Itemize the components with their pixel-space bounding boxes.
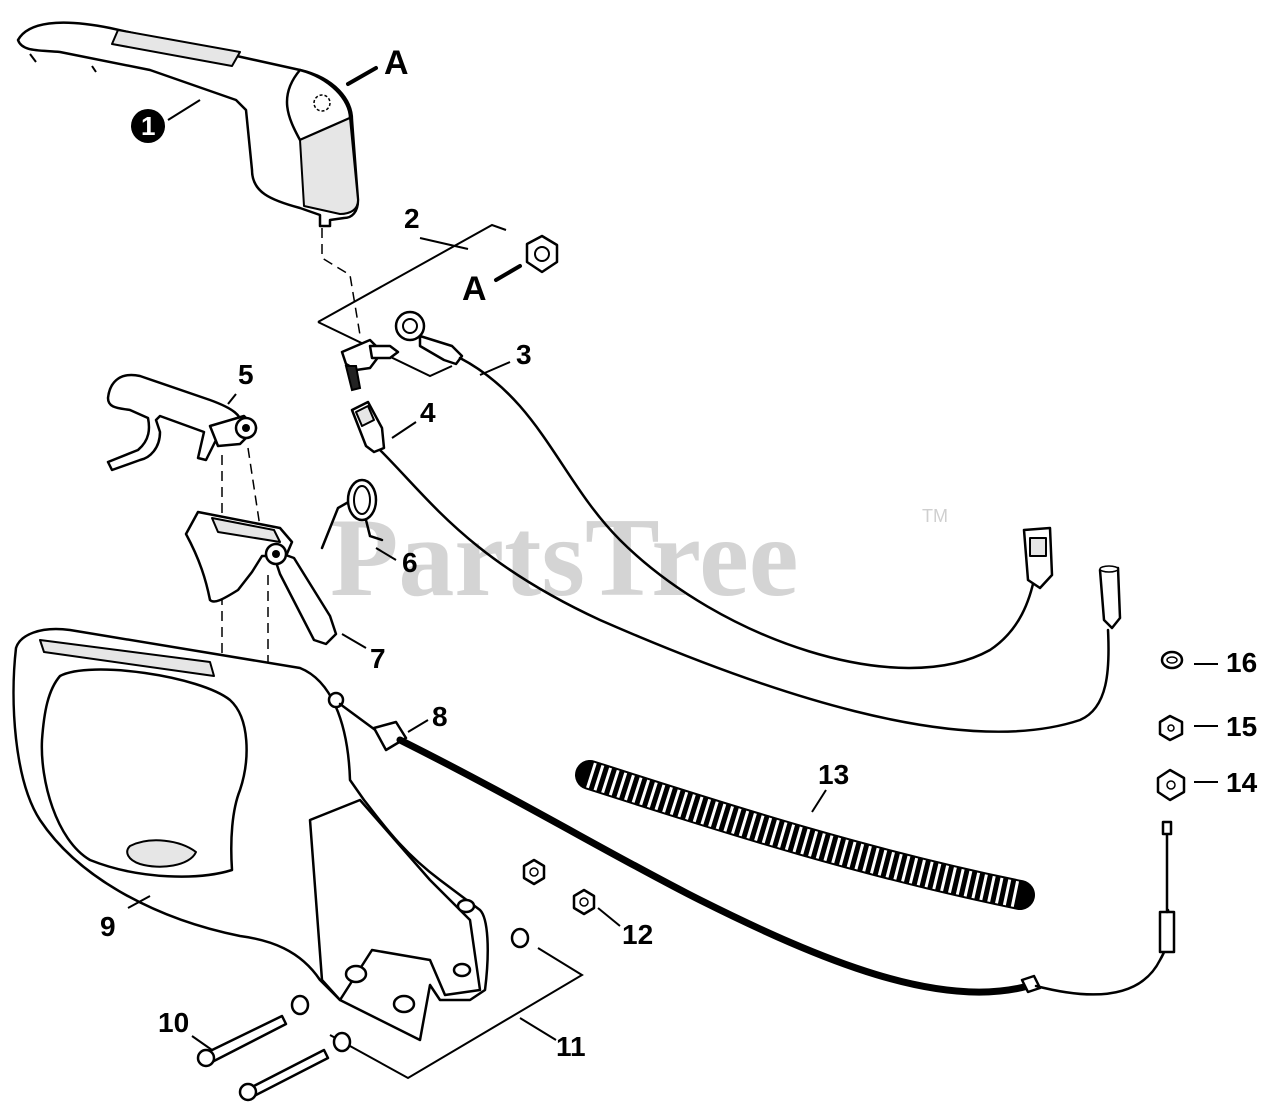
watermark-trademark: TM	[922, 506, 948, 526]
watermark: PartsTree TM	[330, 496, 948, 620]
watermark-brand: PartsTree	[330, 496, 799, 620]
callout-7: 7	[370, 643, 386, 674]
part-13-conduit[interactable]	[575, 760, 1035, 910]
callout-2: 2	[404, 203, 420, 234]
callout-1-circle	[131, 109, 165, 143]
callout-4: 4	[420, 397, 436, 428]
callout-15: 15	[1226, 711, 1257, 742]
part-7-throttle-lever[interactable]	[184, 510, 338, 646]
part-5-throttle-trigger[interactable]	[106, 373, 258, 472]
callout-14: 14	[1226, 767, 1258, 798]
callout-5: 5	[238, 359, 254, 390]
callout-8: 8	[432, 701, 448, 732]
part-12-nuts[interactable]	[522, 858, 596, 916]
part-10-screws[interactable]	[196, 1014, 330, 1102]
part-2-switch-assembly[interactable]	[317, 223, 559, 392]
callout-3: 3	[516, 339, 532, 370]
callout-10: 10	[158, 1007, 189, 1038]
reference-letter-top: A	[384, 44, 409, 82]
reference-letter-nut: A	[462, 270, 487, 308]
part-11-washers[interactable]	[290, 927, 584, 1080]
part-4-stop-wire[interactable]	[350, 400, 1122, 733]
callout-leaders	[127, 66, 1218, 1051]
part-1-handle-cover[interactable]	[16, 21, 360, 228]
callout-11: 11	[556, 1031, 586, 1062]
callout-16: 16	[1226, 647, 1257, 678]
callout-13: 13	[818, 759, 849, 790]
part-14-flange-nut[interactable]	[1156, 768, 1186, 802]
part-8-throttle-cable[interactable]	[327, 691, 1176, 996]
callout-1: 1	[141, 111, 155, 141]
part-3-ground-wire[interactable]	[394, 310, 1054, 670]
part-16-ring[interactable]	[1160, 650, 1184, 670]
callout-9: 9	[100, 911, 116, 942]
callout-12: 12	[622, 919, 653, 950]
part-9-rear-handle[interactable]	[12, 627, 489, 1042]
callout-6: 6	[402, 547, 418, 578]
callout-labels: 1 A A 2 3 4 5 6 7 8 9 10 11 12 13 14 15 …	[100, 44, 1258, 1062]
part-6-spring[interactable]	[320, 478, 384, 550]
part-15-nut[interactable]	[1158, 714, 1184, 742]
